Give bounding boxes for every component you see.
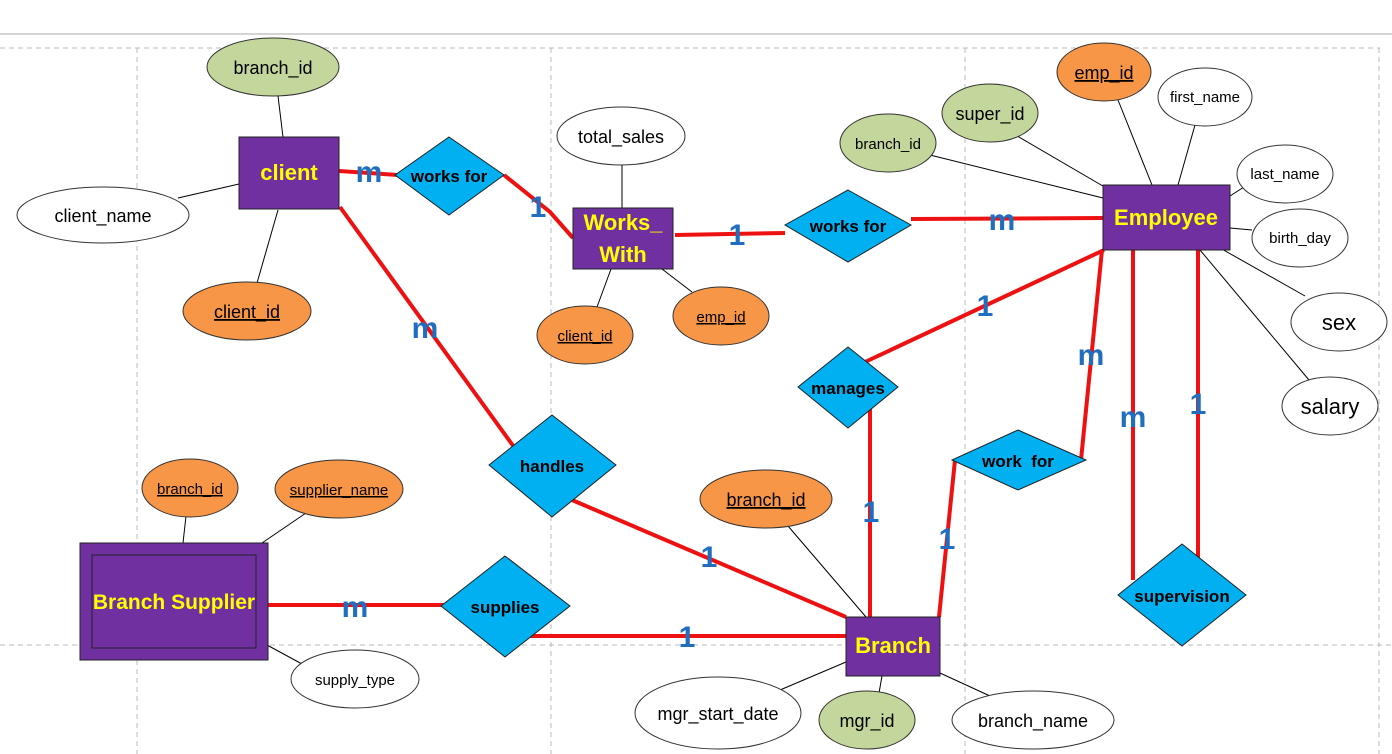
cardinality-label: 1 xyxy=(939,523,956,556)
attribute-branch-name: branch_name xyxy=(951,690,1115,750)
entity-branch: Branch xyxy=(845,616,941,677)
svg-text:branch_id: branch_id xyxy=(726,490,805,511)
relationship-label: works for xyxy=(809,217,887,236)
attribute-client-branch-id: branch_id xyxy=(206,37,340,97)
svg-text:branch_id: branch_id xyxy=(233,58,312,79)
attribute-mgr-id: mgr_id xyxy=(818,690,916,750)
attribute-sup-branch-id: branch_id xyxy=(141,458,239,518)
cardinality-label: 1 xyxy=(729,219,746,252)
svg-text:branch_id: branch_id xyxy=(855,136,921,153)
cardinality-label: m xyxy=(356,156,383,189)
attribute-first-name: first_name xyxy=(1157,67,1253,127)
svg-text:first_name: first_name xyxy=(1170,89,1240,106)
attribute-emp-branch-id: branch_id xyxy=(839,113,937,173)
relationship-label: handles xyxy=(520,457,584,476)
svg-text:branch_id: branch_id xyxy=(157,481,223,498)
relationship-label: work for xyxy=(981,452,1054,471)
relationship-handles: handles xyxy=(488,414,617,518)
attribute-total-sales: total_sales xyxy=(556,106,686,166)
relationship-label: manages xyxy=(811,379,885,398)
attribute-ww-client-id: client_id xyxy=(536,305,634,365)
cardinality-label: m xyxy=(342,591,369,624)
cardinality-label: 1 xyxy=(701,541,718,574)
entity-employee: Employee xyxy=(1102,184,1231,251)
cardinality-label: 1 xyxy=(863,496,880,529)
attribute-salary: salary xyxy=(1281,376,1379,436)
relationship-label: supervision xyxy=(1134,587,1229,606)
relationship-works-for-ww: works for xyxy=(783,189,913,263)
svg-text:client_id: client_id xyxy=(557,328,612,345)
cardinality-label: 1 xyxy=(679,621,696,654)
svg-text:emp_id: emp_id xyxy=(1074,63,1133,84)
cardinality-label: m xyxy=(412,312,439,345)
attribute-ww-emp-id: emp_id xyxy=(672,286,770,346)
svg-text:last_name: last_name xyxy=(1250,166,1319,183)
cardinality-labels: m 1 1 m m 1 1 1 m 1 m 1 m 1 xyxy=(342,156,1207,654)
entity-branch-supplier: Branch Supplier xyxy=(79,542,269,661)
entity-label-line-2: With xyxy=(599,242,646,267)
svg-text:super_id: super_id xyxy=(955,104,1024,125)
entity-label: Employee xyxy=(1114,205,1218,230)
svg-text:branch_name: branch_name xyxy=(978,711,1088,732)
attribute-super-id: super_id xyxy=(941,83,1039,143)
entity-label: client xyxy=(260,160,318,185)
svg-text:emp_id: emp_id xyxy=(696,309,745,326)
relationship-manages: manages xyxy=(797,346,899,429)
relationship-works-for-client: works for xyxy=(394,136,505,216)
attribute-links xyxy=(177,95,1310,697)
entity-label: Branch xyxy=(855,633,931,658)
attribute-client-name: client_name xyxy=(16,186,190,244)
relationship-links xyxy=(267,169,1200,638)
attribute-emp-id: emp_id xyxy=(1056,42,1152,102)
relationship-supervision: supervision xyxy=(1117,543,1247,647)
svg-text:mgr_id: mgr_id xyxy=(839,711,894,732)
entity-client: client xyxy=(238,136,340,210)
attribute-birth-day: birth_day xyxy=(1251,208,1349,268)
attribute-last-name: last_name xyxy=(1236,144,1334,204)
attribute-supplier-name: supplier_name xyxy=(274,459,404,519)
svg-text:mgr_start_date: mgr_start_date xyxy=(657,704,778,725)
attribute-supply-type: supply_type xyxy=(290,649,420,709)
attribute-sex: sex xyxy=(1290,292,1388,352)
svg-text:birth_day: birth_day xyxy=(1269,230,1331,247)
svg-text:sex: sex xyxy=(1322,310,1356,335)
entity-works-with: Works_ With xyxy=(572,207,674,270)
svg-text:supply_type: supply_type xyxy=(315,672,395,689)
cardinality-label: m xyxy=(1120,401,1147,434)
svg-text:client_name: client_name xyxy=(54,206,151,227)
attribute-mgr-start-date: mgr_start_date xyxy=(634,676,802,750)
svg-text:client_id: client_id xyxy=(214,302,280,323)
relationship-work-for: work for xyxy=(950,429,1088,491)
cardinality-label: m xyxy=(1078,339,1105,372)
entity-label: Branch Supplier xyxy=(93,591,255,614)
attribute-branch-branch-id: branch_id xyxy=(699,469,833,529)
cardinality-label: 1 xyxy=(1190,388,1207,421)
relationship-supplies: supplies xyxy=(440,555,571,658)
svg-text:supplier_name: supplier_name xyxy=(290,482,388,499)
svg-text:salary: salary xyxy=(1301,394,1360,419)
cardinality-label: m xyxy=(989,204,1016,237)
attribute-client-id: client_id xyxy=(182,281,312,341)
cardinality-label: 1 xyxy=(530,191,547,224)
svg-text:total_sales: total_sales xyxy=(578,127,664,148)
entity-label-line-1: Works_ xyxy=(583,210,663,235)
cardinality-label: 1 xyxy=(977,290,994,323)
relationship-label: supplies xyxy=(471,598,540,617)
relationship-label: works for xyxy=(410,167,488,186)
